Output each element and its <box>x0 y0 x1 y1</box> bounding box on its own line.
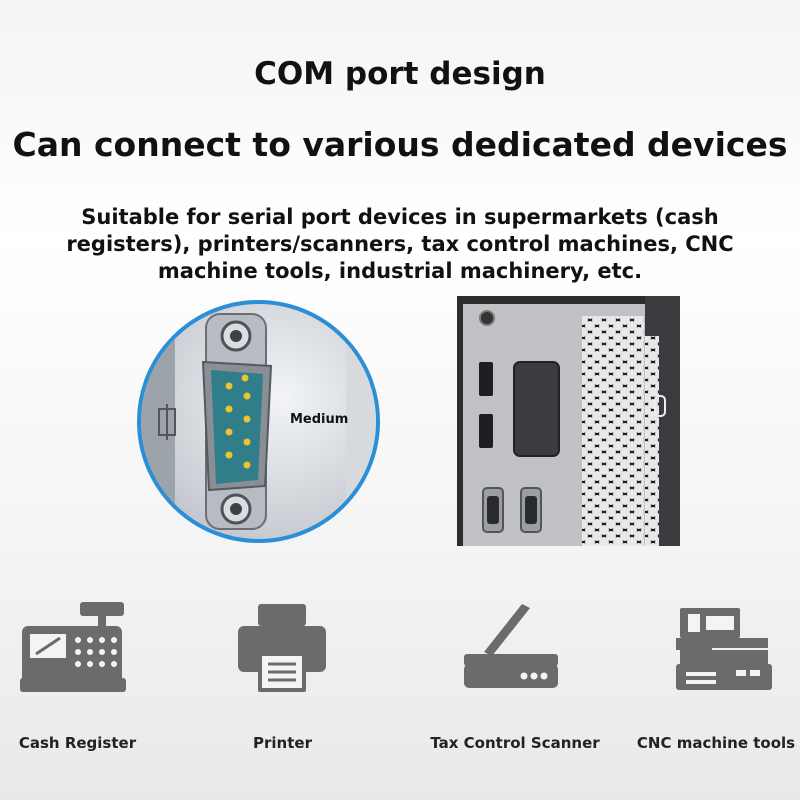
description: Suitable for serial port devices in supe… <box>20 204 780 285</box>
cnc-machine-icon <box>676 608 772 690</box>
cash-register-icon <box>20 602 126 692</box>
com-port-zoom-callout <box>137 300 380 543</box>
zoom-callout-label: Medium <box>290 412 349 427</box>
page-title: COM port design <box>254 56 546 92</box>
description-line: Suitable for serial port devices in supe… <box>81 205 719 229</box>
db9-connector-icon <box>141 304 376 539</box>
device-label-cash-register: Cash Register <box>18 734 137 752</box>
device-label-printer: Printer <box>253 734 312 752</box>
page-subtitle: Can connect to various dedicated devices <box>12 125 788 164</box>
device-label-tax-control-scanner: Tax Control Scanner <box>430 734 600 752</box>
description-line: registers), printers/scanners, tax contr… <box>66 232 734 256</box>
device-label-cnc-machine-tools: CNC machine tools <box>636 734 796 752</box>
description-line: machine tools, industrial machinery, etc… <box>157 259 643 283</box>
printer-icon <box>238 604 326 692</box>
scanner-icon <box>464 604 558 688</box>
pc-back-panel-image <box>457 296 680 546</box>
